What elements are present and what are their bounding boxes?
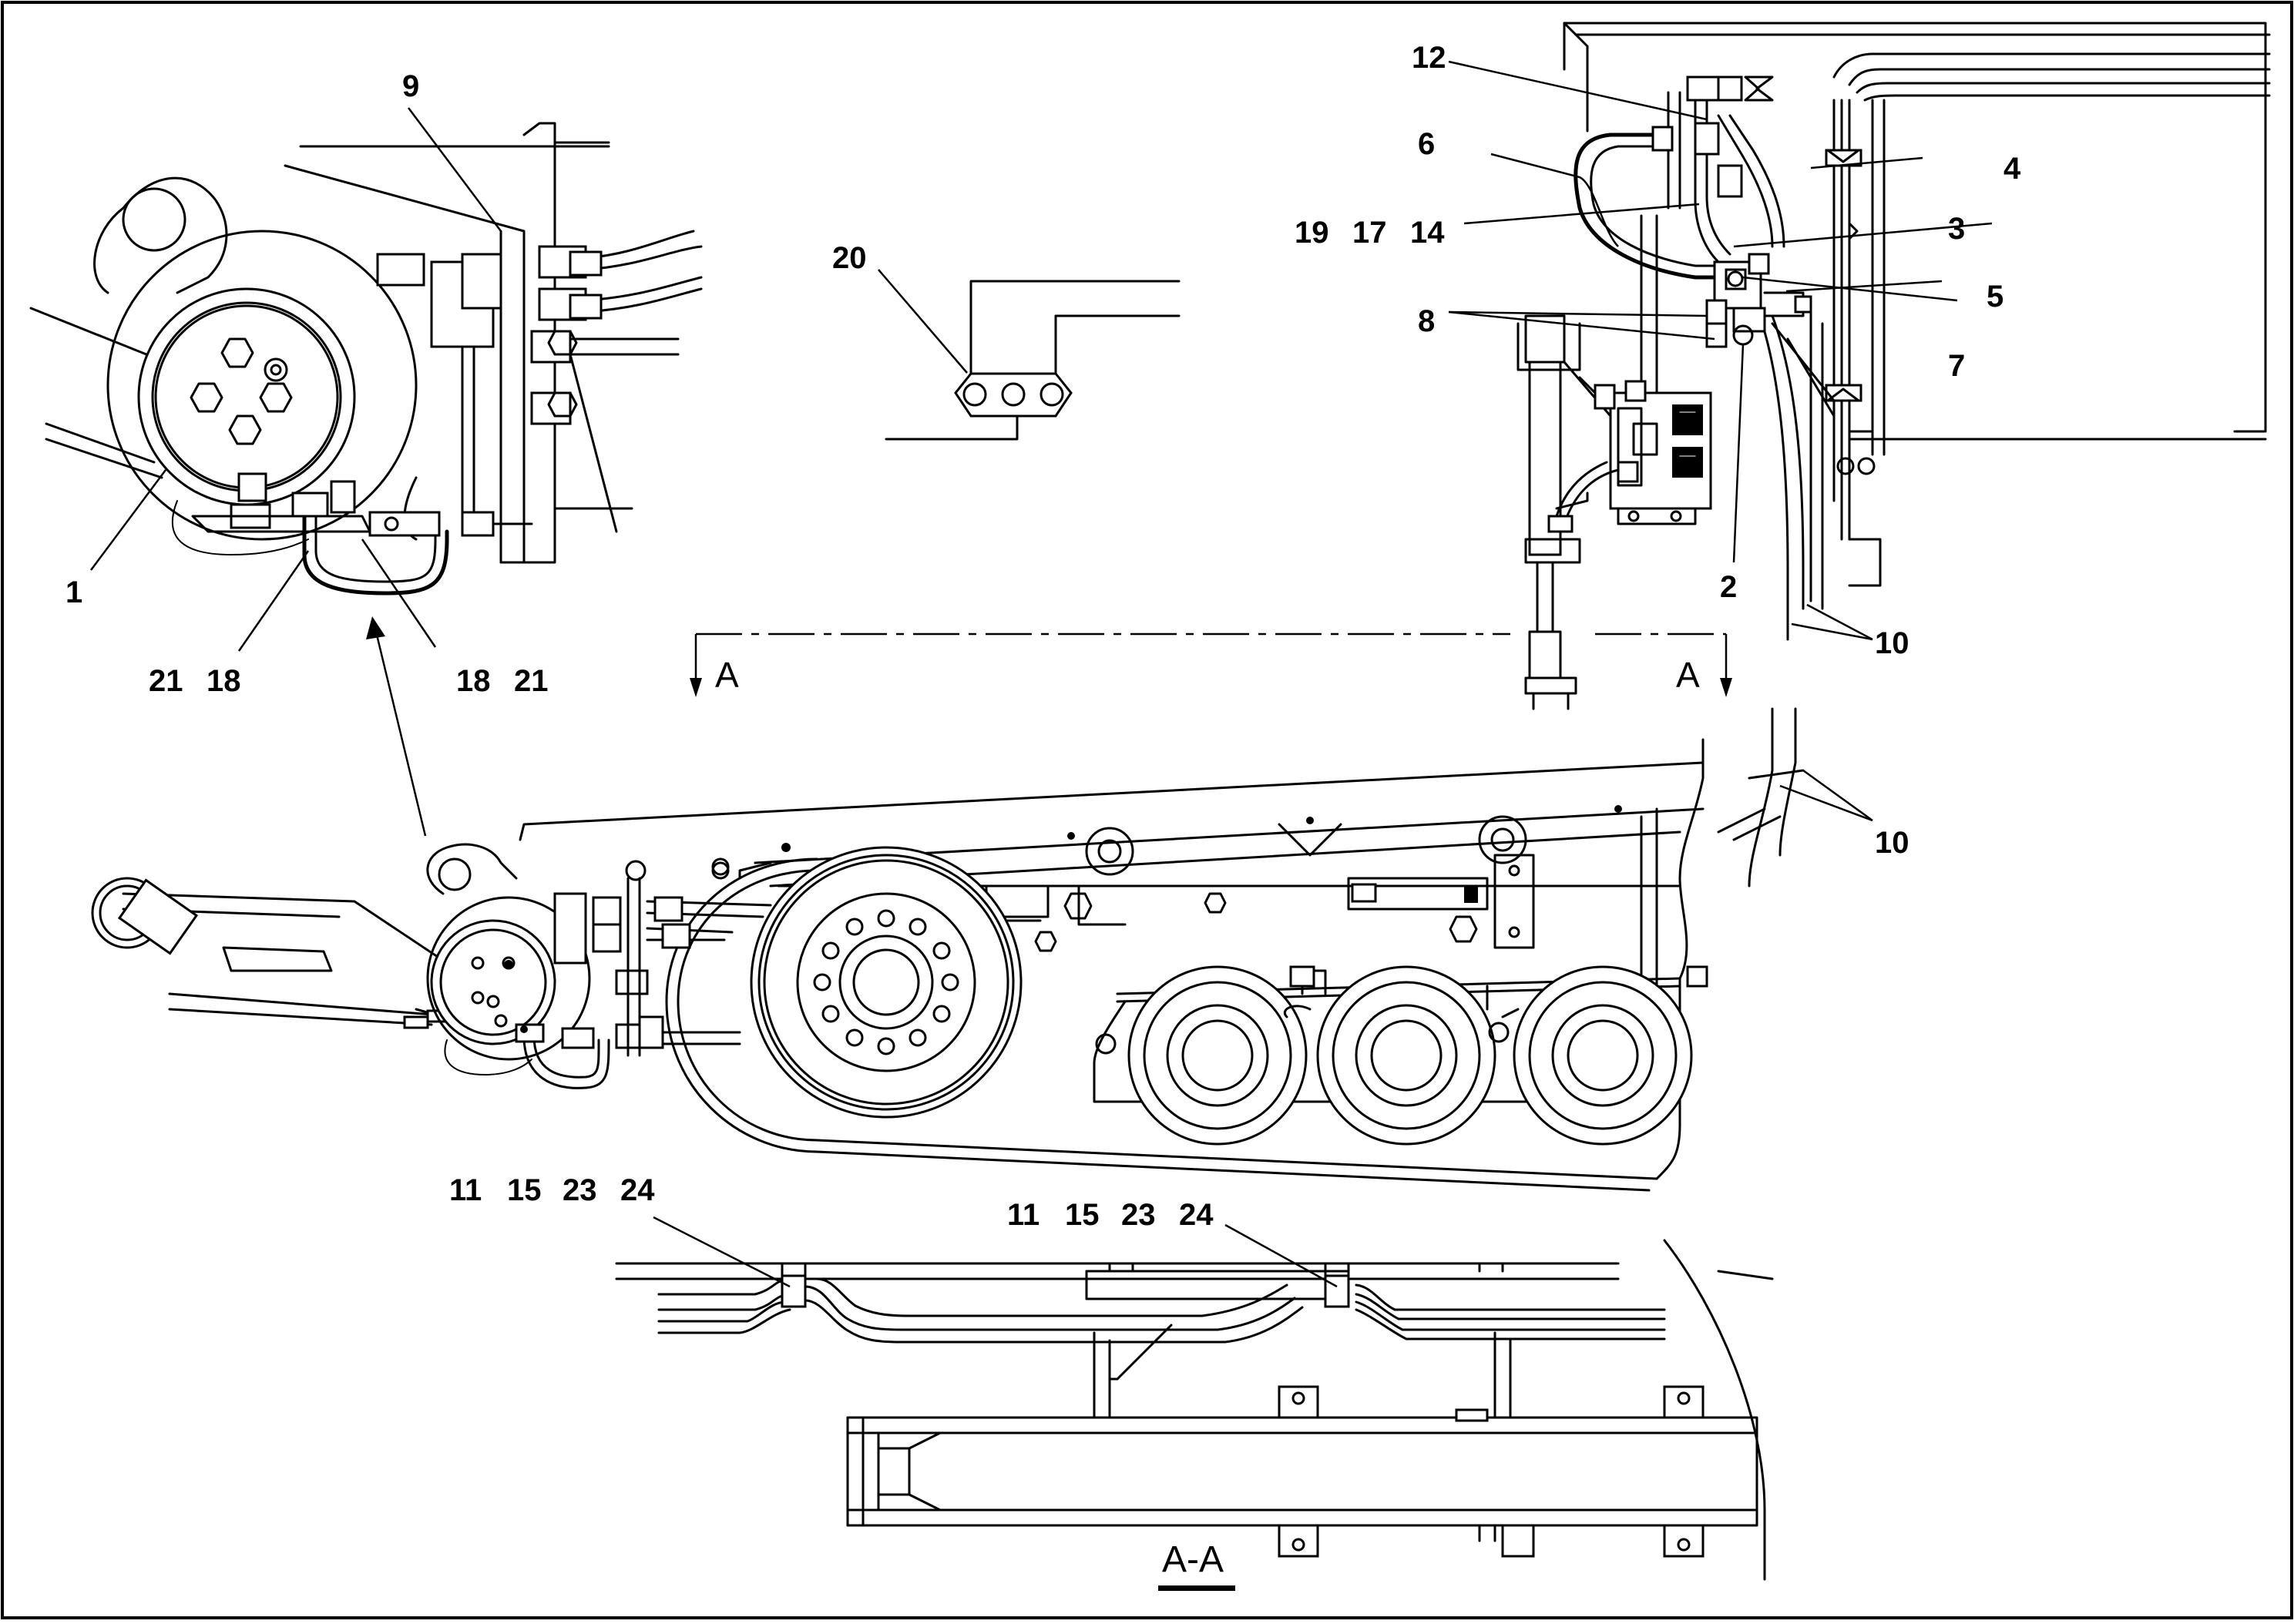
callout-19: 19 [1295, 216, 1329, 250]
callout-7: 7 [1948, 349, 1965, 383]
callout-10: 10 [1875, 826, 1909, 860]
section-a-a-view [615, 1239, 1774, 1591]
sprocket-bolts [813, 909, 959, 1055]
track-roller-3 [1513, 965, 1693, 1146]
valve-view [1516, 22, 2271, 710]
leader-lines [89, 60, 1993, 1288]
callout-24: 24 [1179, 1198, 1214, 1232]
callout-14: 14 [1410, 216, 1445, 250]
callout-8: 8 [1418, 304, 1435, 338]
detail-view-arrow [374, 631, 427, 837]
callout-23: 23 [1121, 1198, 1156, 1232]
detail-view-motor [29, 122, 703, 596]
callout-5: 5 [1987, 280, 2003, 314]
callout-11: 11 [449, 1173, 482, 1207]
callout-10: 10 [1875, 626, 1909, 660]
section-cut-line [690, 632, 1732, 697]
callout-labels: 1 9 21 18 18 21 20 12 6 19 17 14 8 4 3 5… [65, 41, 2021, 1232]
callout-17: 17 [1352, 216, 1387, 250]
callout-18: 18 [207, 664, 241, 698]
clamp-symbol-detail [885, 280, 1181, 441]
callout-2: 2 [1720, 570, 1737, 604]
undercarriage-side-view [91, 707, 1805, 1192]
callout-9: 9 [402, 69, 419, 103]
callout-11: 11 [1007, 1198, 1040, 1232]
callout-21: 21 [149, 664, 183, 698]
callout-3: 3 [1948, 212, 1965, 246]
section-marker-left: A [715, 655, 739, 695]
callout-15: 15 [507, 1173, 542, 1207]
section-title-underline [1158, 1585, 1235, 1591]
callout-1: 1 [65, 575, 82, 609]
section-title: A-A [1162, 1539, 1224, 1580]
callout-4: 4 [2003, 152, 2021, 186]
callout-20: 20 [832, 241, 867, 275]
callout-21: 21 [514, 664, 549, 698]
callout-15: 15 [1065, 1198, 1100, 1232]
section-marker-right: A [1676, 655, 1700, 695]
callout-24: 24 [620, 1173, 655, 1207]
track-roller-1 [1127, 965, 1308, 1146]
callout-23: 23 [563, 1173, 597, 1207]
callout-12: 12 [1412, 41, 1446, 75]
callout-6: 6 [1418, 127, 1435, 161]
track-roller-2 [1316, 965, 1496, 1146]
callout-18: 18 [456, 664, 491, 698]
